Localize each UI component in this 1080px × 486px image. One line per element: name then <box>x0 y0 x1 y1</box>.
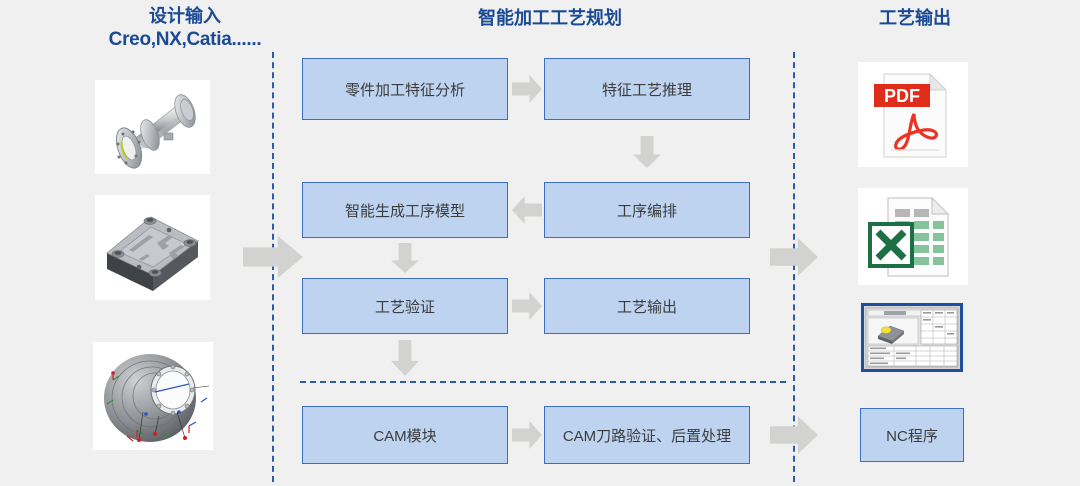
pdf-file-icon: PDF <box>858 62 968 167</box>
arrow-model-to-verification <box>391 243 419 273</box>
divider-right-vertical <box>793 52 795 482</box>
arrow-sequencing-to-model <box>512 196 542 224</box>
input-model-engine-casing <box>93 342 213 450</box>
flow-box-label: 智能生成工序模型 <box>344 202 465 220</box>
output-artifact-excel: X <box>858 188 968 285</box>
output-artifact-pdf: PDF <box>858 62 968 167</box>
flow-box-process-verification[interactable]: 工艺验证 <box>302 278 508 334</box>
pdf-label: PDF <box>884 86 920 106</box>
arrow-cam-to-toolpath <box>512 421 542 449</box>
flow-box-cam-module[interactable]: CAM模块 <box>302 406 508 464</box>
flow-box-label: CAM刀路验证、后置处理 <box>562 427 732 445</box>
process-sheet-screenshot <box>864 306 960 369</box>
flow-box-label: CAM模块 <box>373 427 437 445</box>
column-title-process-planning: 智能加工工艺规划 <box>405 8 695 30</box>
mold-plate-cad-model <box>95 195 210 300</box>
design-input-title: 设计输入 <box>149 6 221 26</box>
arrow-reasoning-to-sequencing <box>633 136 661 168</box>
flow-box-label: 工艺输出 <box>616 298 677 316</box>
arrow-verification-to-output <box>512 292 542 320</box>
process-planning-title: 智能加工工艺规划 <box>478 8 622 28</box>
arrow-analysis-to-reasoning <box>512 75 542 103</box>
flow-box-label: NC程序 <box>886 427 938 445</box>
excel-file-icon: X <box>858 188 968 285</box>
arrow-output-to-cam <box>391 340 419 376</box>
flow-box-label: 工序编排 <box>616 202 677 220</box>
input-model-shaft-housing <box>95 80 210 174</box>
flow-box-label: 零件加工特征分析 <box>344 81 465 99</box>
flow-box-label: 工艺验证 <box>374 298 435 316</box>
flow-box-part-feature-analysis[interactable]: 零件加工特征分析 <box>302 58 508 120</box>
flow-box-feature-process-reasoning[interactable]: 特征工艺推理 <box>544 58 750 120</box>
flow-box-smart-operation-model[interactable]: 智能生成工序模型 <box>302 182 508 238</box>
process-output-title: 工艺输出 <box>879 8 951 28</box>
output-artifact-process-sheet <box>861 303 963 372</box>
column-title-process-output: 工艺输出 <box>840 8 990 30</box>
design-input-subtitle: Creo,NX,Catia...... <box>108 28 262 50</box>
flow-box-process-output[interactable]: 工艺输出 <box>544 278 750 334</box>
input-model-mold-plate <box>95 195 210 300</box>
flanged-shaft-cad-model <box>95 80 210 174</box>
divider-left-vertical <box>272 52 274 482</box>
divider-horizontal-cam-section <box>300 381 786 383</box>
flow-box-cam-toolpath-post[interactable]: CAM刀路验证、后置处理 <box>544 406 750 464</box>
flow-box-label: 特征工艺推理 <box>601 81 692 99</box>
flow-box-operation-sequencing[interactable]: 工序编排 <box>544 182 750 238</box>
column-title-design-input: 设计输入 Creo,NX,Catia...... <box>60 6 310 51</box>
flow-box-nc-program[interactable]: NC程序 <box>860 408 964 462</box>
engine-casing-cad-model <box>93 342 213 450</box>
